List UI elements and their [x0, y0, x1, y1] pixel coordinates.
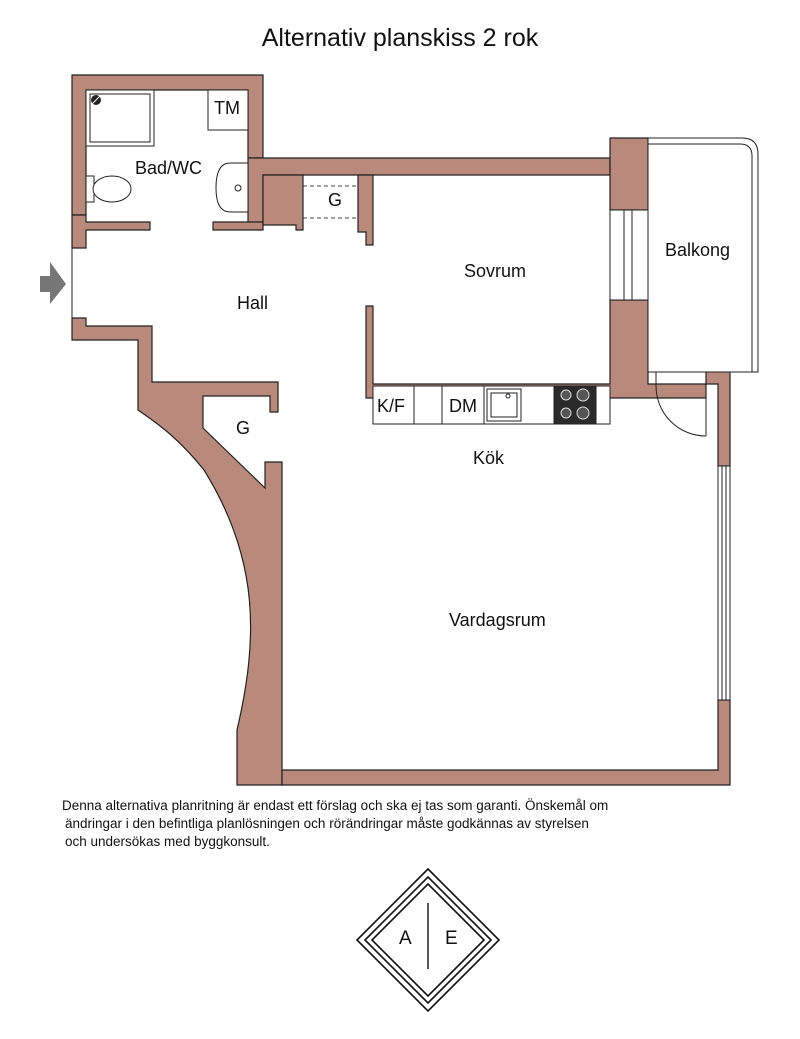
room-label-tm: TM [214, 98, 240, 118]
toilet-icon [85, 175, 132, 203]
stove-icon [553, 385, 597, 425]
room-label-kok: Kök [473, 448, 505, 468]
room-label-hall: Hall [237, 293, 269, 313]
logo: A E [355, 867, 501, 1013]
room-label-closet-hall: G [236, 418, 251, 438]
tm-box [207, 89, 249, 131]
page-title: Alternativ planskiss 2 rok [261, 24, 539, 52]
disclaimer-line: och undersökas med byggkonsult. [65, 834, 270, 849]
sink-icon [215, 162, 249, 213]
closet-top [303, 185, 358, 219]
entrance-arrow-icon [40, 262, 66, 304]
kitchen-sink-icon [486, 388, 522, 422]
disclaimer-line: Denna alternativa planritning är endast … [62, 798, 609, 813]
label-dm: DM [449, 396, 477, 416]
logo-letter-a: A [399, 928, 412, 949]
logo-letter-e: E [445, 928, 458, 949]
balcony-outline [647, 137, 759, 373]
room-label-balkong: Balkong [665, 240, 731, 260]
room-label-sovrum: Sovrum [464, 261, 527, 281]
label-kf: K/F [377, 396, 406, 416]
disclaimer-line: ändringar i den befintliga planlösningen… [65, 816, 589, 831]
disclaimer-text: Denna alternativa planritning är endast … [62, 797, 702, 851]
room-label-closet-top: G [328, 190, 343, 210]
living-room-walls [281, 699, 731, 786]
logo-diamond-icon [355, 867, 501, 1013]
room-label-vardagsrum: Vardagsrum [449, 610, 546, 630]
door-swing-icon [655, 372, 707, 437]
bedroom-window [609, 209, 649, 301]
shower-icon [85, 89, 155, 147]
living-window [717, 465, 731, 701]
floor-plan: .wall { fill: #b98a7c; stroke: #222; str… [40, 74, 759, 786]
hall-walls [71, 317, 283, 786]
room-label-bad-wc: Bad/WC [135, 158, 203, 178]
